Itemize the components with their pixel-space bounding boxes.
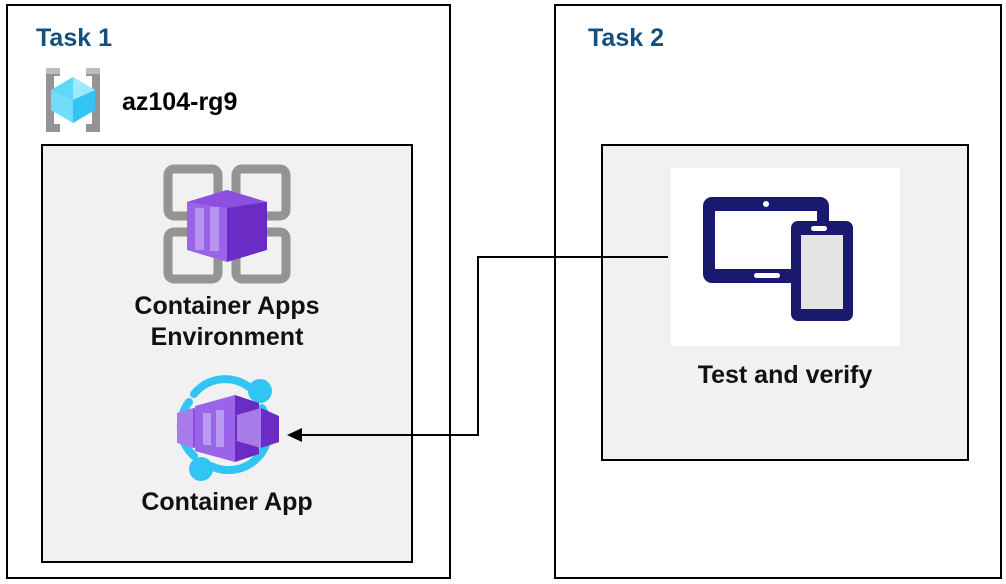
test-icon-plate xyxy=(670,168,900,346)
test-and-verify-label: Test and verify xyxy=(697,361,873,389)
container-apps-environment-icon xyxy=(159,162,295,291)
task1-panel: Task 1 az104-rg9 xyxy=(6,4,451,579)
test-and-verify-devices-icon xyxy=(697,185,873,330)
container-app-icon xyxy=(163,372,291,487)
test-and-verify-node: Test and verify xyxy=(603,168,967,391)
container-apps-environment-label: Container Apps Environment xyxy=(134,292,320,351)
container-apps-environment-node: Container Apps Environment xyxy=(43,162,411,352)
container-app-node: Container App xyxy=(43,372,411,518)
task1-title: Task 1 xyxy=(36,24,112,52)
resource-group-icon xyxy=(38,64,108,141)
task2-title: Task 2 xyxy=(588,24,664,52)
container-app-label: Container App xyxy=(141,488,313,516)
test-and-verify-box: Test and verify xyxy=(601,144,969,461)
task2-panel: Task 2 xyxy=(554,4,1002,579)
container-apps-environment-box: Container Apps Environment xyxy=(41,144,413,563)
resource-group-row: az104-rg9 xyxy=(38,64,237,141)
resource-group-name: az104-rg9 xyxy=(122,88,238,116)
